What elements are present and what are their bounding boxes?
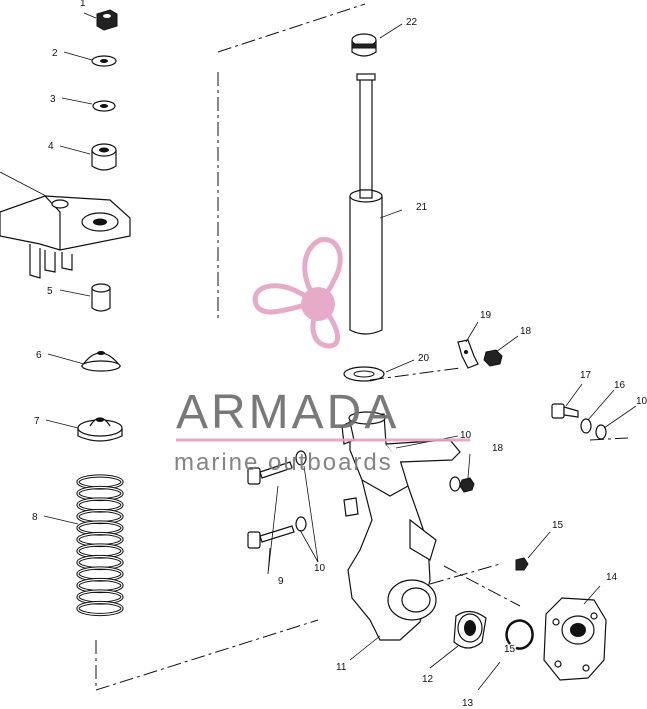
label-2: 2 [52, 48, 58, 59]
bolt-axis-line [589, 437, 629, 441]
bump-stop-22 [351, 33, 377, 57]
bolt-17 [551, 403, 579, 419]
label-15b: 15 [504, 644, 516, 655]
washer-3 [92, 100, 116, 112]
steering-knuckle-11 [341, 411, 461, 641]
coil-spring-8 [76, 474, 124, 617]
label-20: 20 [418, 353, 430, 364]
label-11: 11 [336, 662, 347, 673]
label-7: 7 [34, 416, 40, 427]
upper-mount-bracket [0, 171, 131, 279]
wheel-bearing-12 [453, 610, 487, 649]
label-1: 1 [80, 0, 86, 9]
spring-seat-7 [77, 417, 123, 442]
label-4: 4 [48, 141, 54, 152]
assembly-frame [95, 3, 366, 691]
washer-10b [449, 476, 461, 492]
nut-18-lower [459, 477, 475, 493]
bracket-19 [457, 339, 479, 369]
label-12: 12 [422, 674, 434, 685]
washer-20 [343, 366, 385, 382]
washer-10c [595, 424, 607, 440]
label-18a: 18 [520, 326, 532, 337]
label-19: 19 [480, 310, 492, 321]
circlip-13 [505, 619, 534, 650]
brake-caliper-14 [543, 597, 607, 681]
shock-absorber-21 [349, 73, 383, 335]
label-10b: 10 [460, 430, 472, 441]
label-16: 16 [614, 380, 626, 391]
explode-axis-lines [369, 367, 521, 607]
label-9: 9 [278, 576, 284, 587]
bushing-5 [91, 283, 111, 312]
label-22: 22 [406, 17, 418, 28]
nut-1 [96, 9, 118, 31]
label-3: 3 [50, 94, 56, 105]
washer-16 [580, 418, 592, 434]
leader-lines [43, 12, 637, 691]
part-labels: 1 2 3 4 5 6 7 8 9 10 10 10 11 12 13 14 1… [32, 0, 647, 709]
label-6: 6 [36, 350, 42, 361]
label-10a: 10 [314, 563, 326, 574]
label-14: 14 [606, 572, 618, 583]
nut-18-upper [483, 349, 503, 367]
propeller-logo-icon [252, 237, 343, 349]
spring-seat-6 [80, 351, 122, 372]
watermark-subtitle: marine outboards [174, 449, 393, 476]
washer-2 [91, 55, 117, 67]
label-18b: 18 [492, 443, 504, 454]
bolts-9 [247, 461, 295, 549]
bushing-4 [91, 143, 117, 171]
spring-coil-highlight [77, 601, 123, 616]
label-10c: 10 [636, 396, 647, 407]
watermark-title: ARMADA [176, 386, 399, 439]
label-17: 17 [580, 370, 592, 381]
label-8: 8 [32, 512, 38, 523]
label-15a: 15 [552, 520, 564, 531]
grease-fitting-15 [515, 557, 529, 571]
label-21: 21 [416, 202, 428, 213]
label-13: 13 [462, 698, 474, 709]
armada-watermark: ARMADA marine outboards [174, 237, 470, 476]
label-5: 5 [47, 286, 53, 297]
